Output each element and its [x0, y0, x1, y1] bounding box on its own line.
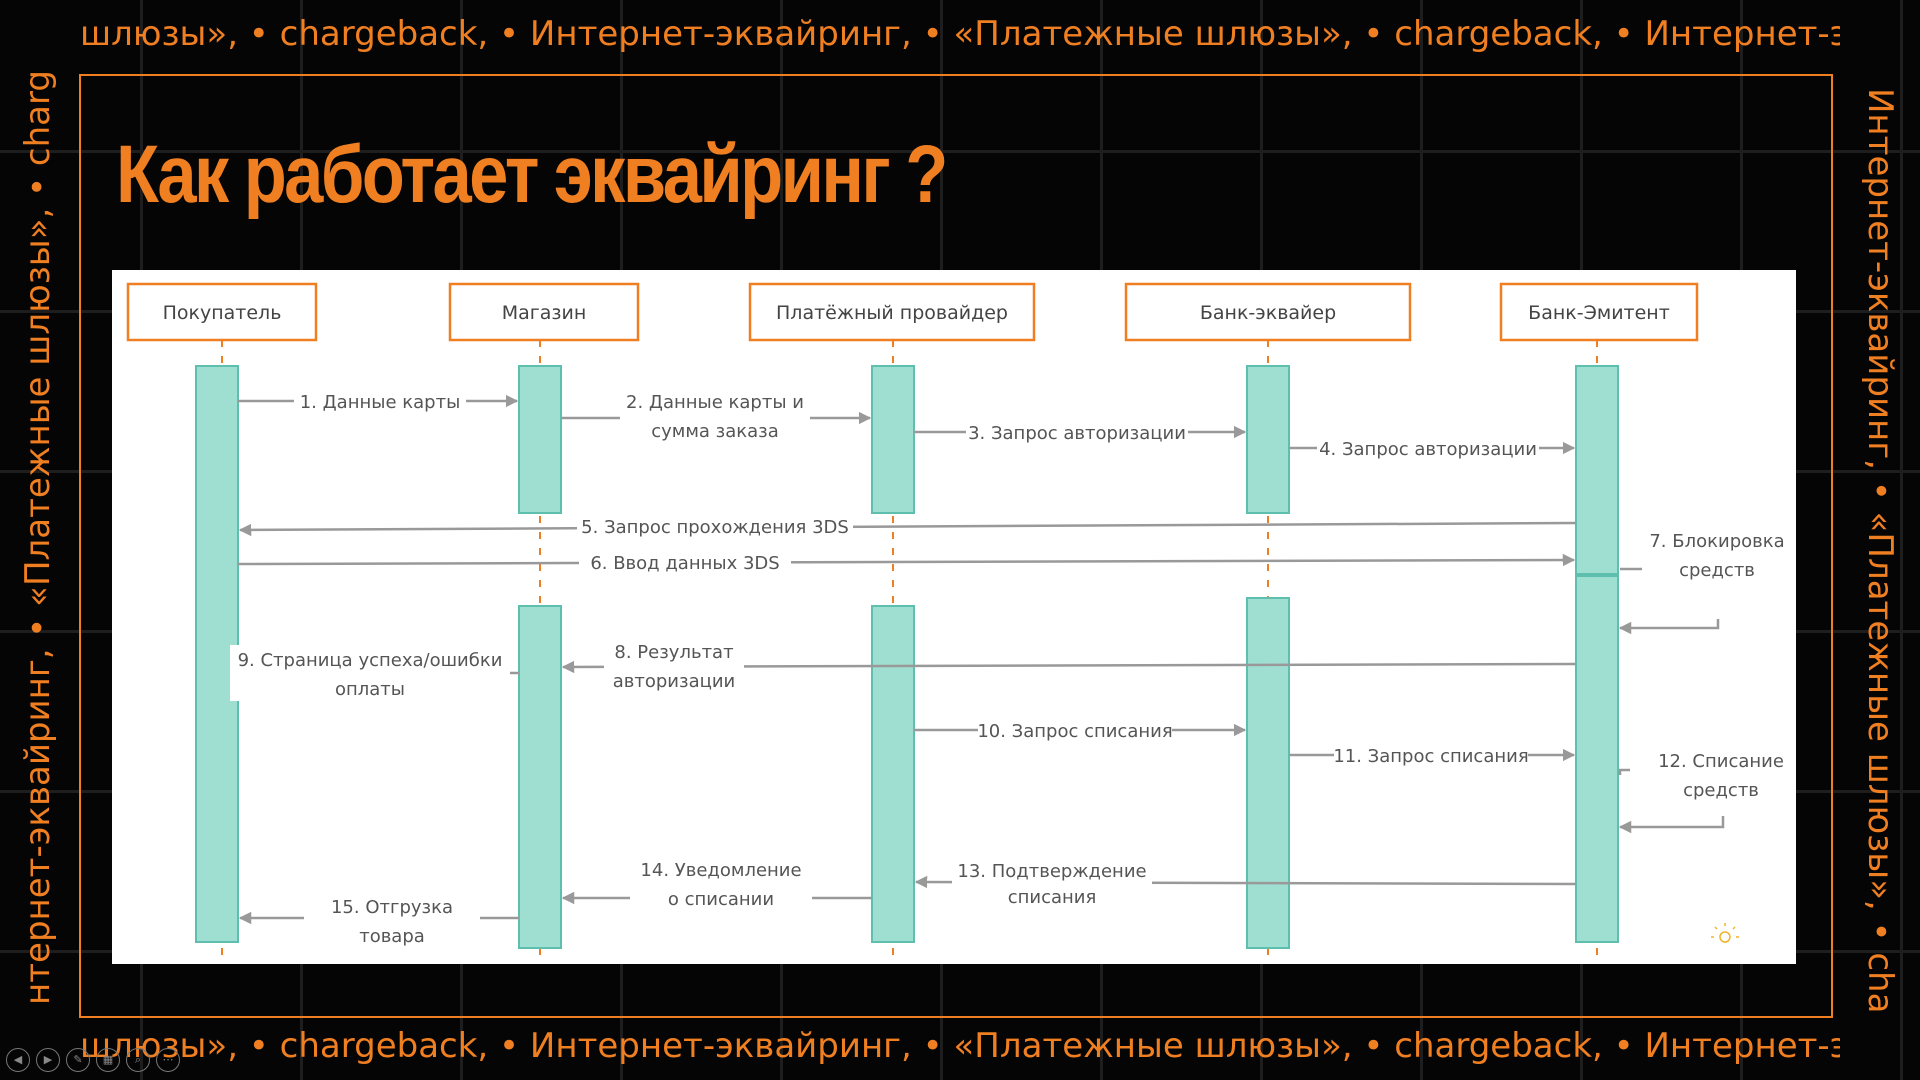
label-9a: 9. Страница успеха/ошибки: [238, 650, 503, 671]
next-slide-icon[interactable]: ▶: [36, 1048, 60, 1072]
label-12a: 12. Списание: [1658, 751, 1784, 772]
pen-icon[interactable]: ✎: [66, 1048, 90, 1072]
header-shop: Магазин: [502, 302, 587, 324]
arrow-5: [238, 521, 1577, 537]
header-issuer: Банк-Эмитент: [1528, 302, 1670, 324]
activation-bars: [195, 365, 1619, 949]
label-backgrounds: [230, 388, 1793, 948]
activation-provider-2: [871, 605, 915, 943]
label-3: 3. Запрос авторизации: [968, 423, 1186, 444]
label-2b: сумма заказа: [651, 421, 779, 442]
activation-shop-2: [518, 605, 562, 949]
sequence-diagram: Покупатель Магазин Платёжный провайдер Б…: [112, 270, 1796, 964]
label-2a: 2. Данные карты и: [626, 392, 804, 413]
label-15b: товара: [359, 926, 425, 947]
label-10: 10. Запрос списания: [977, 721, 1172, 742]
header-box-buyer: [126, 282, 318, 342]
zoom-icon[interactable]: ⌕: [126, 1048, 150, 1072]
header-acquirer: Банк-эквайер: [1200, 302, 1336, 324]
activation-issuer-1: [1575, 365, 1619, 575]
label-11: 11. Запрос списания: [1333, 746, 1528, 767]
label-13b: списания: [1008, 887, 1097, 908]
participant-headers: Покупатель Магазин Платёжный провайдер Б…: [126, 282, 1699, 342]
header-buyer: Покупатель: [163, 302, 282, 324]
label-14a: 14. Уведомление: [640, 860, 801, 881]
ticker-top: шлюзы», • chargeback, • Интернет-эквайри…: [80, 14, 1840, 54]
header-provider: Платёжный провайдер: [776, 302, 1008, 324]
ticker-right: Интернет-эквайринг, • «Платежные шлюзы»,…: [1860, 88, 1900, 1013]
label-5: 5. Запрос прохождения 3DS: [581, 517, 849, 538]
slides-grid-icon[interactable]: ▦: [96, 1048, 120, 1072]
label-7b: средств: [1679, 560, 1755, 581]
sequence-diagram-svg: Покупатель Магазин Платёжный провайдер Б…: [126, 282, 1793, 964]
ticker-bottom: шлюзы», • chargeback, • Интернет-эквайри…: [80, 1026, 1840, 1066]
activation-shop-1: [518, 365, 562, 514]
header-box-acquirer: [1124, 282, 1412, 342]
more-options-icon[interactable]: ⋯: [156, 1048, 180, 1072]
arrow-12-tail: [1618, 768, 1630, 775]
label-8a: 8. Результат: [614, 642, 733, 663]
label-7a: 7. Блокировка: [1649, 531, 1784, 552]
label-4: 4. Запрос авторизации: [1319, 439, 1537, 460]
activation-acquirer-1: [1246, 365, 1290, 514]
label-6: 6. Ввод данных 3DS: [590, 553, 779, 574]
prev-slide-icon[interactable]: ◀: [6, 1048, 30, 1072]
message-labels: 1. Данные карты 2. Данные карты и сумма …: [238, 392, 1785, 947]
lightbulb-icon: [1711, 923, 1739, 943]
activation-provider-1: [871, 365, 915, 514]
label-12b: средств: [1683, 780, 1759, 801]
arrow-7: [1618, 619, 1720, 635]
label-1: 1. Данные карты: [300, 392, 461, 413]
header-box-issuer: [1499, 282, 1699, 342]
arrow-12: [1618, 816, 1725, 834]
label-13a: 13. Подтверждение: [957, 861, 1146, 882]
activation-acquirer-2: [1246, 597, 1290, 949]
label-15a: 15. Отгрузка: [331, 897, 453, 918]
header-box-shop: [448, 282, 640, 342]
ticker-left: нтернет-эквайринг, • «Платежные шлюзы», …: [18, 70, 58, 1005]
header-box-provider: [748, 282, 1036, 342]
label-8b: авторизации: [613, 671, 736, 692]
label-9b: оплаты: [335, 679, 405, 700]
activation-issuer-2: [1575, 575, 1619, 943]
label-14b: о списании: [668, 889, 774, 910]
slide-nav-controls: ◀ ▶ ✎ ▦ ⌕ ⋯: [6, 1048, 180, 1072]
slide-title: Как работает эквайринг ?: [116, 129, 948, 220]
arrow-6: [237, 553, 1576, 567]
slide-frame: [79, 74, 1833, 1018]
